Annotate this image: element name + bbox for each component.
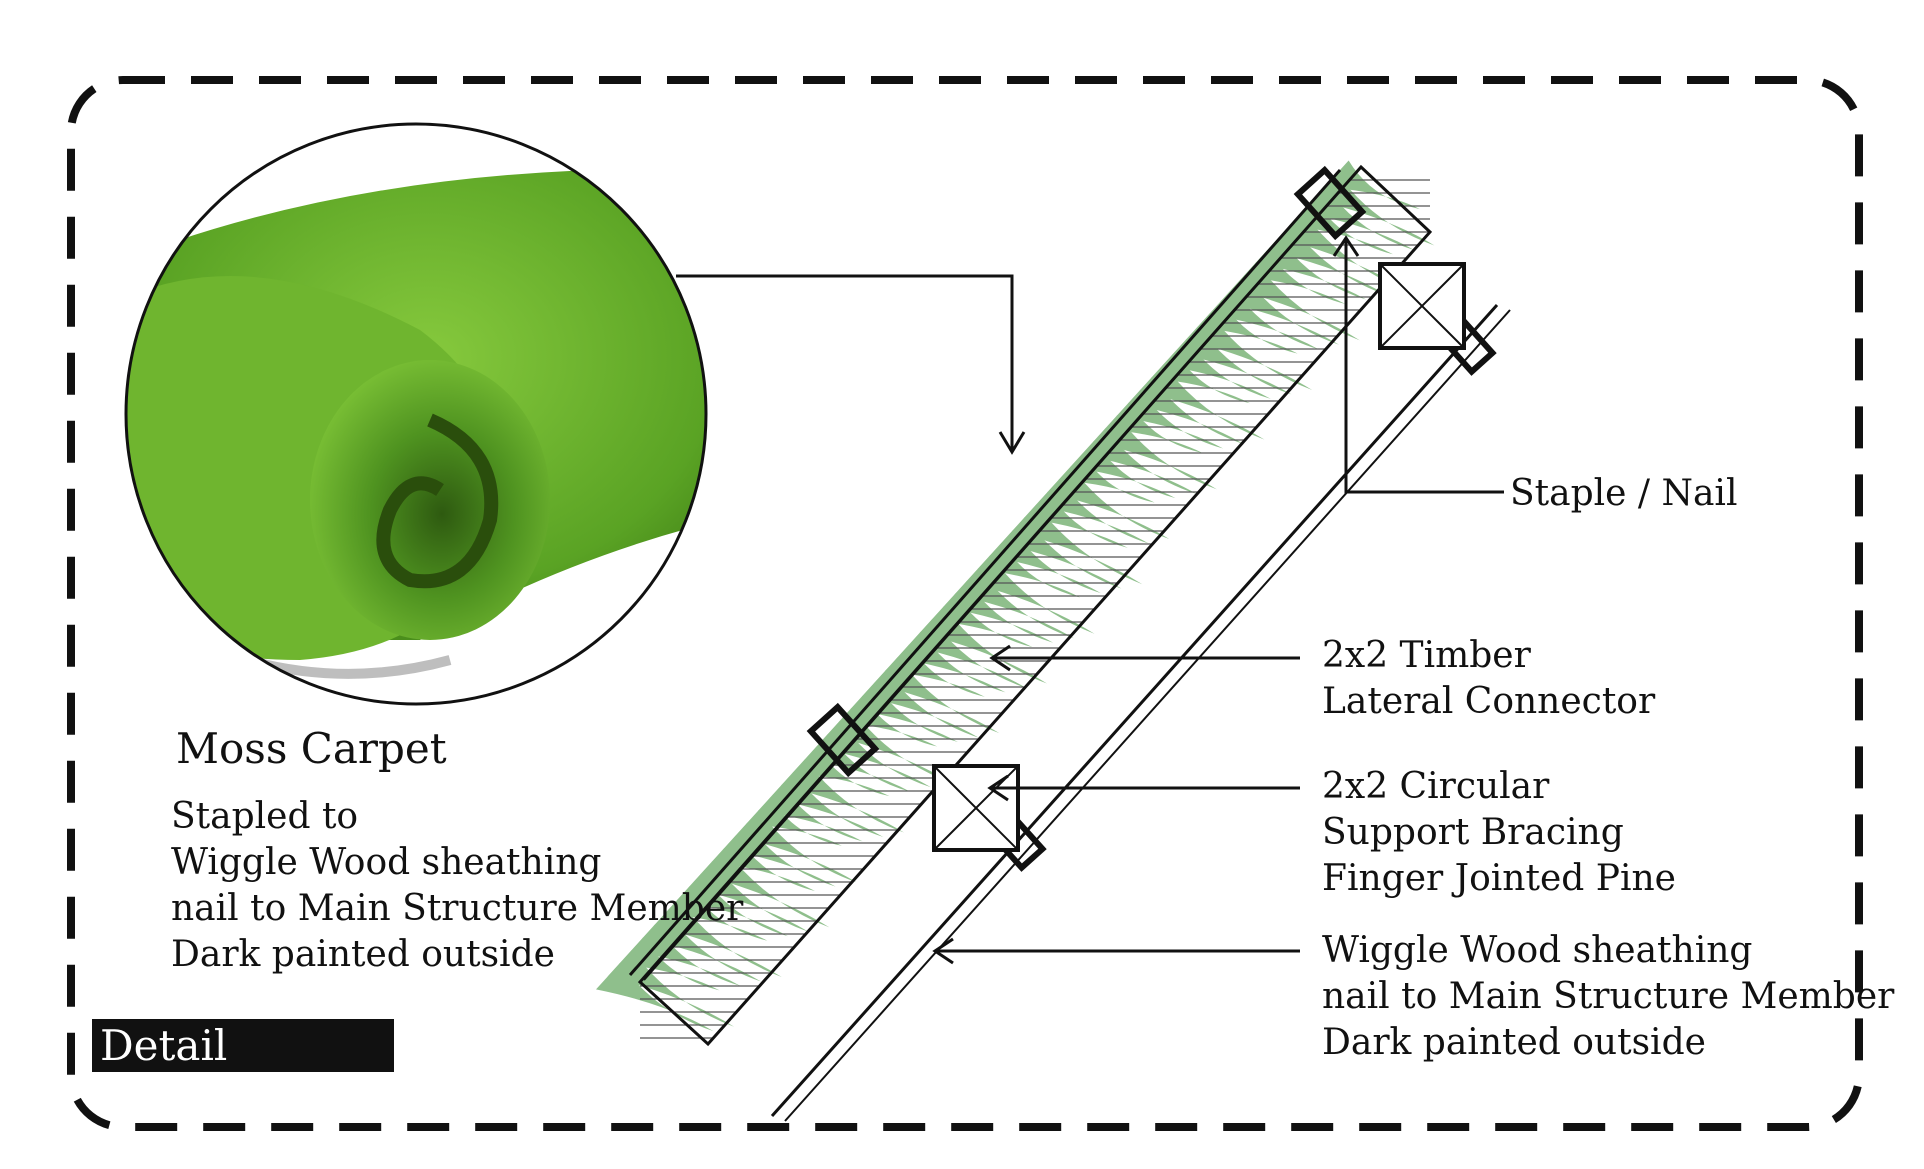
grass-blade [1162, 338, 1271, 399]
bracing-leader-arrow [987, 774, 1009, 802]
text-line: Staple / Nail [1510, 473, 1738, 514]
grass-blade [595, 962, 714, 1032]
grass-blade [1324, 160, 1420, 210]
grass-blade [653, 899, 782, 978]
main-structure-member [637, 164, 1433, 1047]
grass-blade [1127, 376, 1244, 445]
grass-blade [607, 950, 735, 1027]
text-line: Dark painted outside [171, 934, 555, 975]
grass-blade [954, 567, 1074, 639]
grass-blade [688, 860, 809, 932]
text-line: Dark painted outside [1322, 1022, 1706, 1063]
sheathing-leader-arrow [932, 937, 954, 965]
grass-blade [769, 771, 884, 837]
text-line: Wiggle Wood sheathing [171, 842, 602, 883]
grass-blade [1243, 249, 1346, 304]
wiggle-wood-sheathing-label: Wiggle Wood sheathing nail to Main Struct… [1322, 929, 1894, 1067]
sheathing-outer-line [628, 169, 1342, 976]
grass-blade [1278, 211, 1408, 291]
grass-blade [1070, 440, 1176, 499]
grass-blade [780, 759, 904, 833]
text-line: Lateral Connector [1322, 681, 1656, 722]
text-line: nail to Main Structure Member [171, 888, 744, 929]
grass-blade [630, 924, 741, 986]
grass-blade [1035, 478, 1149, 544]
grass-blade [792, 746, 890, 797]
text-line: Wiggle Wood sheathing [1322, 930, 1753, 971]
text-line: 2x2 Timber [1322, 635, 1531, 676]
grass-blade [1208, 287, 1319, 350]
grass-blade [665, 886, 768, 941]
grass-blade [1046, 466, 1170, 539]
wiggle-wood-line-inner [784, 309, 1511, 1122]
grass-blade [989, 529, 1101, 594]
grass-blade [919, 606, 1047, 684]
grass-blade [896, 631, 1006, 693]
dashed-frame [67, 76, 1863, 1131]
grass-blade [700, 848, 830, 928]
bracing-square-top [1378, 262, 1466, 350]
staple-nail-label: Staple / Nail [1510, 472, 1737, 518]
grass-blade [815, 720, 931, 788]
grass-blade [1150, 351, 1251, 404]
grass-blade [711, 835, 815, 892]
text-line: Stapled to [171, 796, 359, 837]
grass-blade [1255, 236, 1367, 300]
staple-leader-line [1344, 238, 1504, 494]
staple-mid [806, 702, 880, 778]
grass-blade [1058, 453, 1155, 503]
grass-blade [1231, 262, 1360, 341]
moss-image-border [124, 122, 708, 706]
grass-blade [942, 580, 1054, 643]
text-line: Finger Jointed Pine [1322, 858, 1676, 899]
moss-carpet-description: Stapled to Wiggle Wood sheathing nail to M… [171, 795, 743, 979]
grass-blade [734, 809, 857, 883]
grass-blade [1104, 402, 1203, 453]
moss-carpet-title: Moss Carpet [176, 724, 447, 773]
grass-blade [977, 542, 1081, 598]
grass-blade [861, 669, 979, 738]
main-structure-member-hatch [640, 179, 1430, 1039]
grass-blade [850, 682, 958, 743]
wiggle-wood-line-outer [770, 304, 1499, 1117]
grass-blade [1116, 389, 1224, 449]
text-line: nail to Main Structure Member [1322, 976, 1895, 1017]
grass-blade [908, 618, 1027, 688]
moss-leader-arrow [998, 431, 1026, 455]
staple-leader-arrow [1332, 235, 1360, 257]
text-line: Support Bracing [1322, 812, 1624, 853]
grass-blade [1023, 491, 1128, 548]
grass-blade [619, 937, 720, 991]
staple-top [1293, 165, 1367, 241]
grass-blade [873, 657, 1000, 734]
grass-blade [1000, 517, 1122, 589]
moss-leader-line [676, 274, 1014, 452]
grass-blade [1081, 427, 1197, 494]
detail-tag: Detail [92, 1019, 394, 1072]
timber-leader-arrow [989, 644, 1011, 672]
grass-blade [1185, 313, 1313, 390]
grass-blade [746, 797, 842, 846]
grass-blade [1197, 300, 1298, 354]
sheathing-inner-line [643, 174, 1355, 981]
text-line: 2x2 Circular [1322, 766, 1550, 807]
